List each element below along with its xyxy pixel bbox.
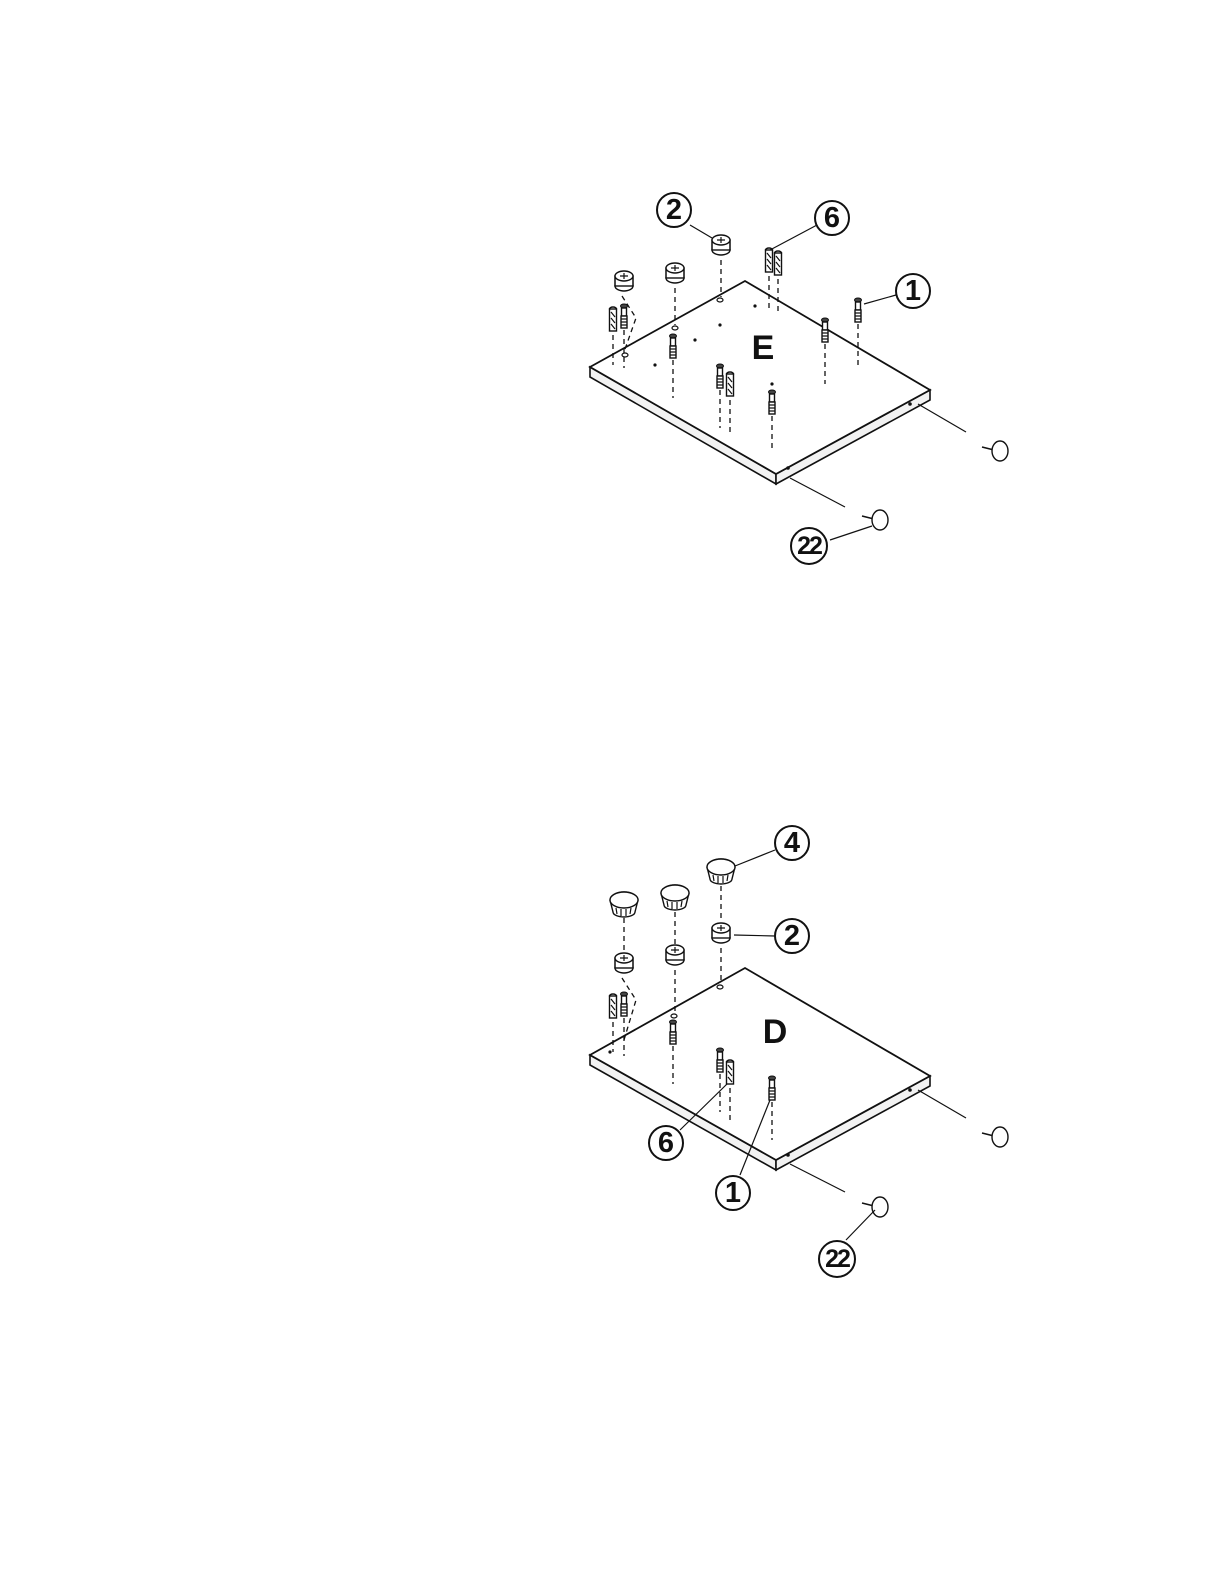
callout-d-2: 2 [775, 919, 809, 953]
cam-bolt-d-2 [670, 1020, 677, 1044]
cam-lock-e-2 [666, 263, 684, 283]
glide-e-2 [862, 510, 888, 530]
cam-lock-e-1 [615, 271, 633, 291]
cam-bolt-d-3 [717, 1048, 724, 1072]
cam-bolt-e-6 [855, 298, 862, 322]
callout-e-22: 22 [791, 528, 827, 564]
assembly-diagram-d: D [590, 826, 1008, 1277]
dowel-e-3 [775, 251, 782, 275]
callout-d-6-label: 6 [658, 1127, 674, 1159]
callout-e-2-label: 2 [666, 194, 682, 226]
callout-e-6: 6 [815, 201, 849, 235]
callout-d-4-label: 4 [784, 827, 800, 859]
cam-bolt-e-2 [670, 334, 677, 358]
dowel-d-2 [727, 1060, 734, 1084]
callout-d-22-label: 22 [825, 1245, 850, 1273]
panel-e [590, 281, 930, 484]
glide-e-1 [982, 441, 1008, 461]
dowel-e-4 [727, 372, 734, 396]
cam-bolt-d-4 [769, 1076, 776, 1100]
panel-d [590, 968, 930, 1170]
callout-d-4: 4 [775, 826, 809, 860]
cam-bolt-e-1 [621, 304, 628, 328]
cam-bolt-e-3 [717, 364, 724, 388]
dowel-e-2 [766, 248, 773, 272]
cam-bolt-e-5 [822, 318, 829, 342]
glide-d-2 [862, 1197, 888, 1217]
cap-d-1 [610, 892, 638, 917]
cam-bolt-e-4 [769, 390, 776, 414]
cam-lock-d-2 [666, 945, 684, 965]
panel-label-d: D [763, 1013, 788, 1051]
cap-d-3 [707, 859, 735, 884]
cap-d-2 [661, 885, 689, 910]
callout-e-1: 1 [896, 274, 930, 308]
cam-lock-e-3 [712, 235, 730, 255]
cam-lock-d-3 [712, 923, 730, 943]
callout-e-6-label: 6 [824, 202, 840, 234]
panel-label-e: E [752, 329, 775, 367]
callout-d-1: 1 [716, 1176, 750, 1210]
callout-d-1-label: 1 [725, 1177, 741, 1209]
callout-e-22-label: 22 [797, 532, 822, 560]
assembly-diagram-e: E [590, 193, 1008, 564]
callout-d-2-label: 2 [784, 920, 800, 952]
callout-e-2: 2 [657, 193, 691, 227]
callout-d-6: 6 [649, 1126, 683, 1160]
dowel-e-1 [610, 307, 617, 331]
callout-d-22: 22 [819, 1241, 855, 1277]
dowel-d-1 [610, 994, 617, 1018]
cam-bolt-d-1 [621, 992, 628, 1016]
glide-d-1 [982, 1127, 1008, 1147]
callout-e-1-label: 1 [905, 275, 921, 307]
cam-lock-d-1 [615, 953, 633, 973]
